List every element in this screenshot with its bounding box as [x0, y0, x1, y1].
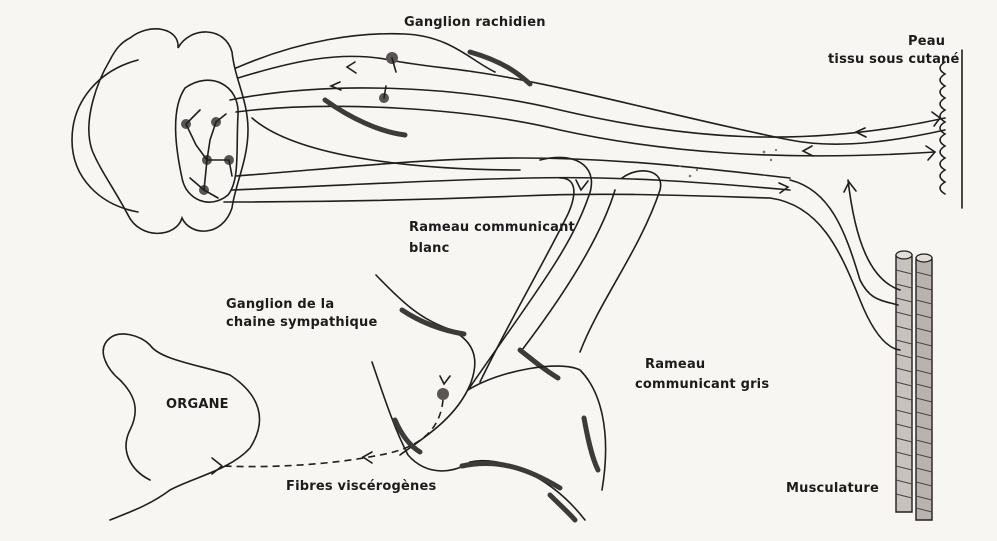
ventral-fibre-3 [224, 194, 770, 202]
label-rameau-blanc-2: blanc [409, 240, 450, 257]
label-tissu-sous-cutane: tissu sous cutané [828, 51, 960, 68]
skin-nerve-end-1 [932, 112, 940, 126]
chain-shading-bottom-2 [550, 495, 575, 520]
motor-nerve-2 [790, 180, 898, 305]
label-peau: Peau [908, 33, 945, 50]
organ-outline-left [103, 338, 150, 480]
musculature [896, 251, 932, 520]
sympathetic-chain-left [376, 275, 475, 455]
interneuron-fibres [186, 110, 232, 198]
ganglion-rachidien-shading [470, 52, 530, 84]
muscle-fibre-2 [916, 258, 932, 520]
motor-nerve-3 [848, 180, 900, 290]
label-ganglion-chaine-2: chaine sympathique [226, 314, 378, 331]
label-fibres-viscerogenes: Fibres viscérogènes [286, 478, 436, 495]
dorsal-root [238, 56, 945, 144]
label-rameau-gris-1: Rameau [645, 356, 705, 373]
grey-matter [176, 80, 239, 202]
label-ganglion-rachidien: Ganglion rachidien [404, 14, 546, 31]
rameau-gris-shading [520, 350, 558, 378]
arrow-chain [440, 376, 450, 384]
ventral-fibre-1 [236, 158, 790, 178]
skin-receptors [940, 62, 945, 194]
interneuron-group [181, 110, 234, 198]
arrow-dorsal-1 [347, 62, 356, 73]
dorsal-ganglion-shading [325, 100, 405, 135]
chain-ganglion-neuron [437, 388, 449, 400]
label-rameau-blanc-1: Rameau communicant [409, 219, 575, 236]
motor-nerve-1 [770, 198, 900, 350]
afferent-fibre-1 [230, 88, 945, 137]
organ-outline [110, 334, 260, 520]
afferent-fibre-2 [236, 106, 935, 155]
arrow-motor-1 [779, 183, 788, 193]
ventral-root-inner [252, 118, 520, 170]
ventral-fibre-2 [232, 178, 790, 190]
muscle-top-2 [916, 254, 932, 262]
ganglion-stems [384, 58, 396, 98]
label-ganglion-chaine-1: Ganglion de la [226, 296, 334, 313]
rameau-gris-outer [580, 171, 661, 352]
spinal-cord-inner-left [72, 60, 138, 212]
arrow-skin-in-2 [803, 146, 813, 156]
chain-shading-bottom [462, 463, 560, 488]
label-organe: ORGANE [166, 396, 229, 413]
muscle-top-1 [896, 251, 912, 259]
label-musculature: Musculature [786, 480, 879, 497]
chain-shading-lower-right [584, 418, 598, 470]
arrow-rameau-blanc [576, 180, 588, 190]
label-rameau-gris-2: communicant gris [635, 376, 769, 393]
dorsal-root-upper [236, 34, 495, 72]
